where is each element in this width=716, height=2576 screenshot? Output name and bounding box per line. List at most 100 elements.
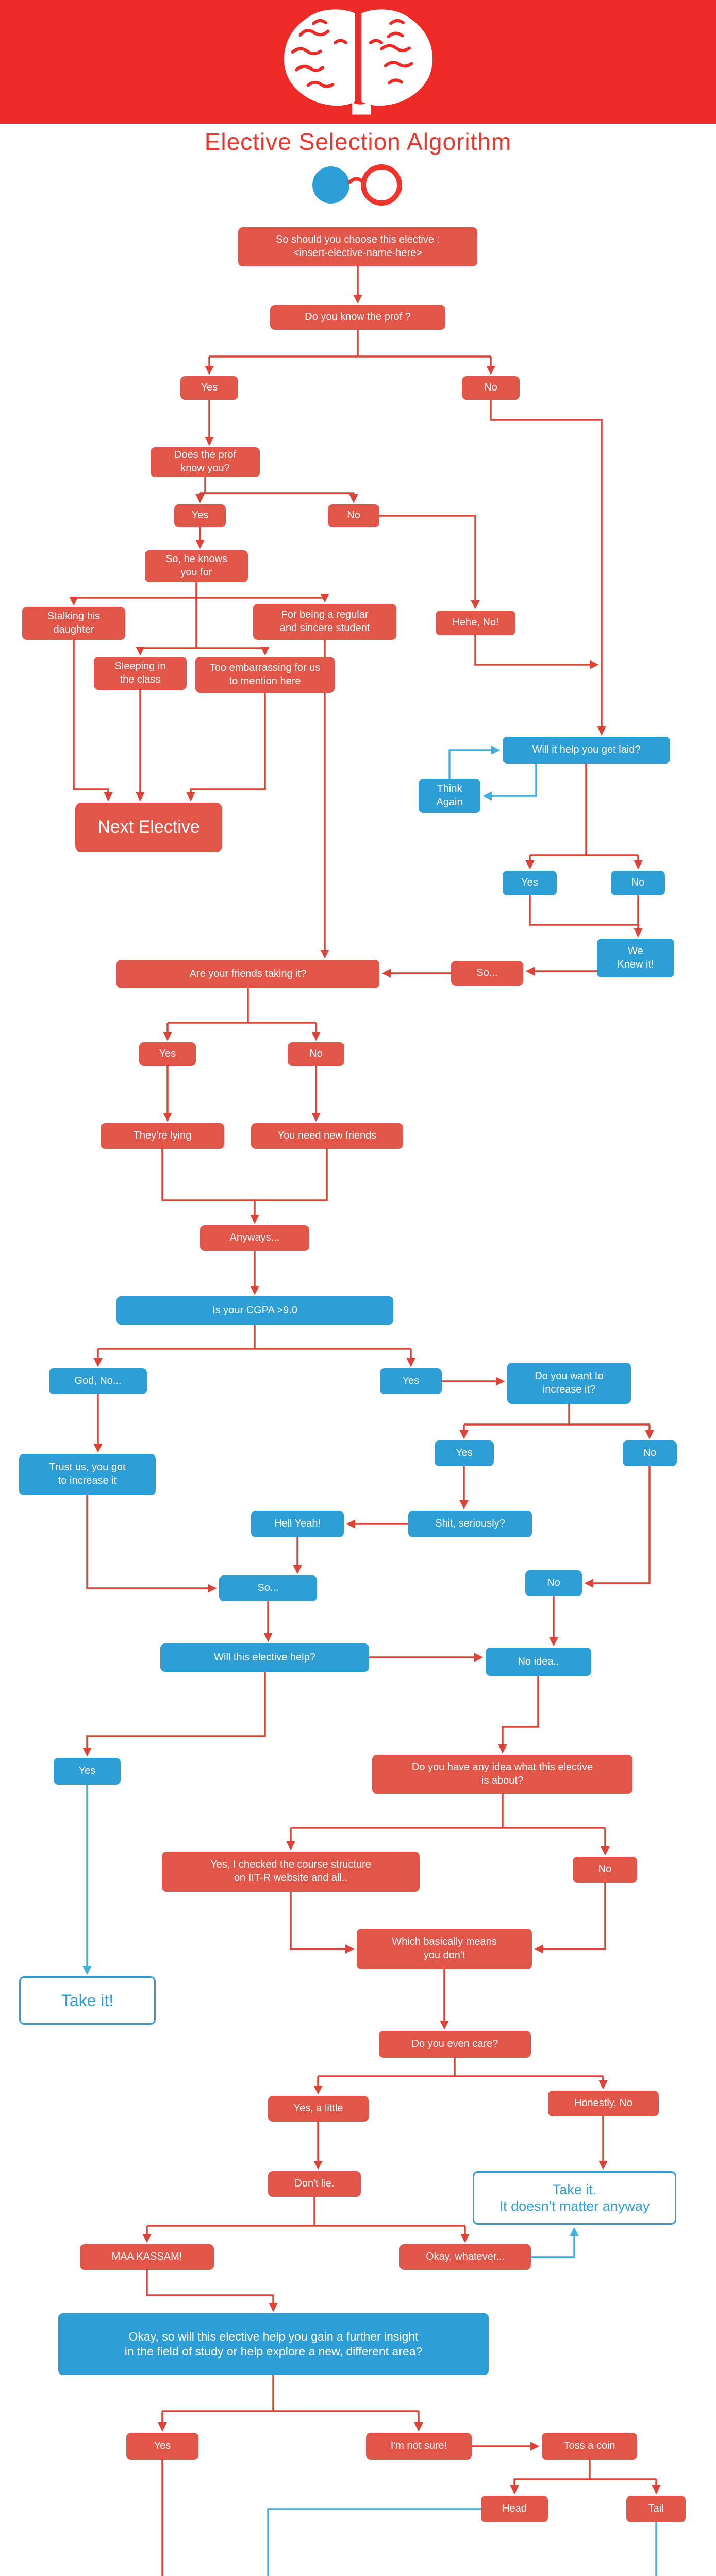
node-start: So should you choose this elective :<ins… — [238, 227, 477, 266]
node-so-1: So... — [451, 961, 523, 986]
node-prof-know-you-yes: Yes — [174, 504, 226, 527]
node-idea-no-label: No — [598, 1863, 612, 1875]
node-get-laid: Will it help you get laid? — [503, 737, 670, 764]
node-theyre-lying-label: They're lying — [133, 1130, 192, 1142]
node-checked-structure-label: Yes, I checked the course structure — [210, 1859, 371, 1871]
node-friends-taking-label: Are your friends taking it? — [189, 968, 307, 979]
node-honestly-no-label: Honestly, No — [574, 2097, 632, 2109]
node-even-care: Do you even care? — [379, 2031, 531, 2058]
node-take-it-anyway-label: Take it. — [552, 2181, 597, 2197]
node-care-little-label: Yes, a little — [293, 2103, 343, 2114]
node-trust-us-label: Trust us, you got — [49, 1462, 126, 1473]
node-dont-lie: Don't lie. — [268, 2171, 361, 2197]
node-knows-you-for-label: So, he knows — [165, 553, 228, 565]
node-knows-you-for: So, he knows you for — [145, 550, 248, 582]
node-laid-no-label: No — [631, 877, 645, 889]
brain-icon — [284, 9, 432, 115]
node-prof-know-you-label: know you? — [180, 463, 230, 474]
node-okay-whatever-label: Okay, whatever... — [425, 2251, 505, 2263]
node-not-sure-label: I'm not sure! — [390, 2440, 447, 2452]
node-friends-taking: Are your friends taking it? — [116, 960, 379, 988]
node-sleeping-label: Sleeping in — [114, 660, 166, 672]
node-cgpa-yes-label: Yes — [402, 1375, 420, 1387]
node-no-idea-label: No idea.. — [518, 1655, 559, 1667]
node-so-1-label: So... — [476, 967, 498, 979]
flow-connector — [490, 400, 606, 736]
flow-connector — [161, 1149, 259, 1224]
node-means-you-dont-label: Which basically means — [392, 1936, 497, 1948]
node-idea-no: No — [573, 1857, 637, 1883]
header-banner — [0, 0, 716, 124]
node-increase-it-label: Do you want to — [535, 1370, 604, 1382]
node-hell-yeah: Hell Yeah! — [251, 1511, 344, 1537]
node-any-idea-label: Do you have any idea what this elective — [411, 1761, 593, 1773]
node-increase-yes-label: Yes — [456, 1447, 473, 1459]
node-elective-help-label: Will this elective help? — [214, 1651, 315, 1663]
node-new-friends: You need new friends — [251, 1123, 403, 1149]
node-next-elective-1-label: Next Elective — [97, 817, 200, 837]
node-checked-structure-label: on IIT-R website and all.. — [234, 1872, 348, 1884]
node-anyways: Anyways... — [200, 1225, 309, 1251]
node-increase-it-label: increase it? — [542, 1384, 596, 1395]
page-title: Elective Selection Algorithm — [204, 128, 512, 155]
node-increase-no: No — [623, 1440, 677, 1466]
node-hehe-no-label: Hehe, No! — [452, 617, 499, 629]
node-take-it-1-label: Take it! — [61, 1991, 114, 2010]
node-any-idea-label: is about? — [481, 1775, 524, 1786]
flow-connector — [146, 2270, 278, 2312]
node-not-sure: I'm not sure! — [366, 2433, 472, 2460]
node-regular-student-label: and sincere student — [279, 622, 370, 634]
node-okay-whatever: Okay, whatever... — [399, 2244, 531, 2270]
node-regular-student-label: For being a regular — [281, 609, 369, 621]
node-seriously-no: No — [525, 1570, 582, 1596]
flow-connector — [186, 693, 266, 802]
node-know-prof: Do you know the prof ? — [270, 305, 445, 330]
node-insight-yes: Yes — [126, 2433, 198, 2460]
flow-connector — [255, 1149, 328, 1201]
node-stalking: Stalking his daughter — [22, 607, 125, 640]
node-stalking-label: daughter — [53, 624, 94, 635]
node-any-idea: Do you have any idea what this elective i… — [372, 1755, 632, 1794]
node-care-little: Yes, a little — [268, 2096, 369, 2122]
node-sleeping: Sleeping in the class — [94, 657, 187, 690]
node-know-prof-label: Do you know the prof ? — [305, 311, 411, 323]
node-means-you-dont: Which basically means you don't — [357, 1929, 532, 1969]
node-honestly-no: Honestly, No — [548, 2091, 659, 2116]
node-increase-it: Do you want to increase it? — [507, 1363, 631, 1404]
node-help-yes: Yes — [54, 1758, 121, 1785]
flow-connector — [474, 635, 599, 669]
node-anyways-label: Anyways... — [229, 1232, 280, 1244]
node-knows-you-for-label: you for — [180, 567, 212, 578]
node-prof-know-you-no: No — [328, 504, 379, 527]
flow-connector — [73, 640, 113, 802]
node-sleeping-label: the class — [120, 674, 161, 685]
node-theyre-lying: They're lying — [101, 1123, 224, 1149]
node-further-insight-label: Okay, so will this elective help you gai… — [128, 2329, 419, 2343]
node-laid-yes-label: Yes — [521, 877, 538, 889]
node-friends-no-label: No — [309, 1048, 323, 1060]
flow-connector — [267, 2508, 481, 2576]
flow-connector — [86, 1495, 217, 1593]
node-friends-no: No — [288, 1042, 344, 1066]
node-stalking-label: Stalking his — [47, 611, 101, 622]
node-hell-yeah-label: Hell Yeah! — [274, 1518, 321, 1530]
node-means-you-dont-label: you don't — [423, 1950, 465, 1961]
node-embarrassing-label: to mention here — [229, 675, 301, 687]
node-tail: Tail — [626, 2496, 686, 2522]
node-trust-us-label: to increase it — [58, 1475, 117, 1486]
spectacles-icon — [312, 164, 402, 206]
node-get-laid-label: Will it help you get laid? — [532, 744, 641, 756]
node-further-insight-label: in the field of study or help explore a … — [124, 2345, 423, 2358]
node-further-insight: Okay, so will this elective help you gai… — [58, 2313, 489, 2375]
node-shit-seriously-label: Shit, seriously? — [435, 1518, 505, 1530]
node-start-label: So should you choose this elective : — [276, 234, 440, 246]
node-trust-us: Trust us, you got to increase it — [19, 1454, 156, 1495]
node-friends-yes: Yes — [139, 1042, 196, 1066]
node-know-prof-no-label: No — [484, 382, 497, 394]
